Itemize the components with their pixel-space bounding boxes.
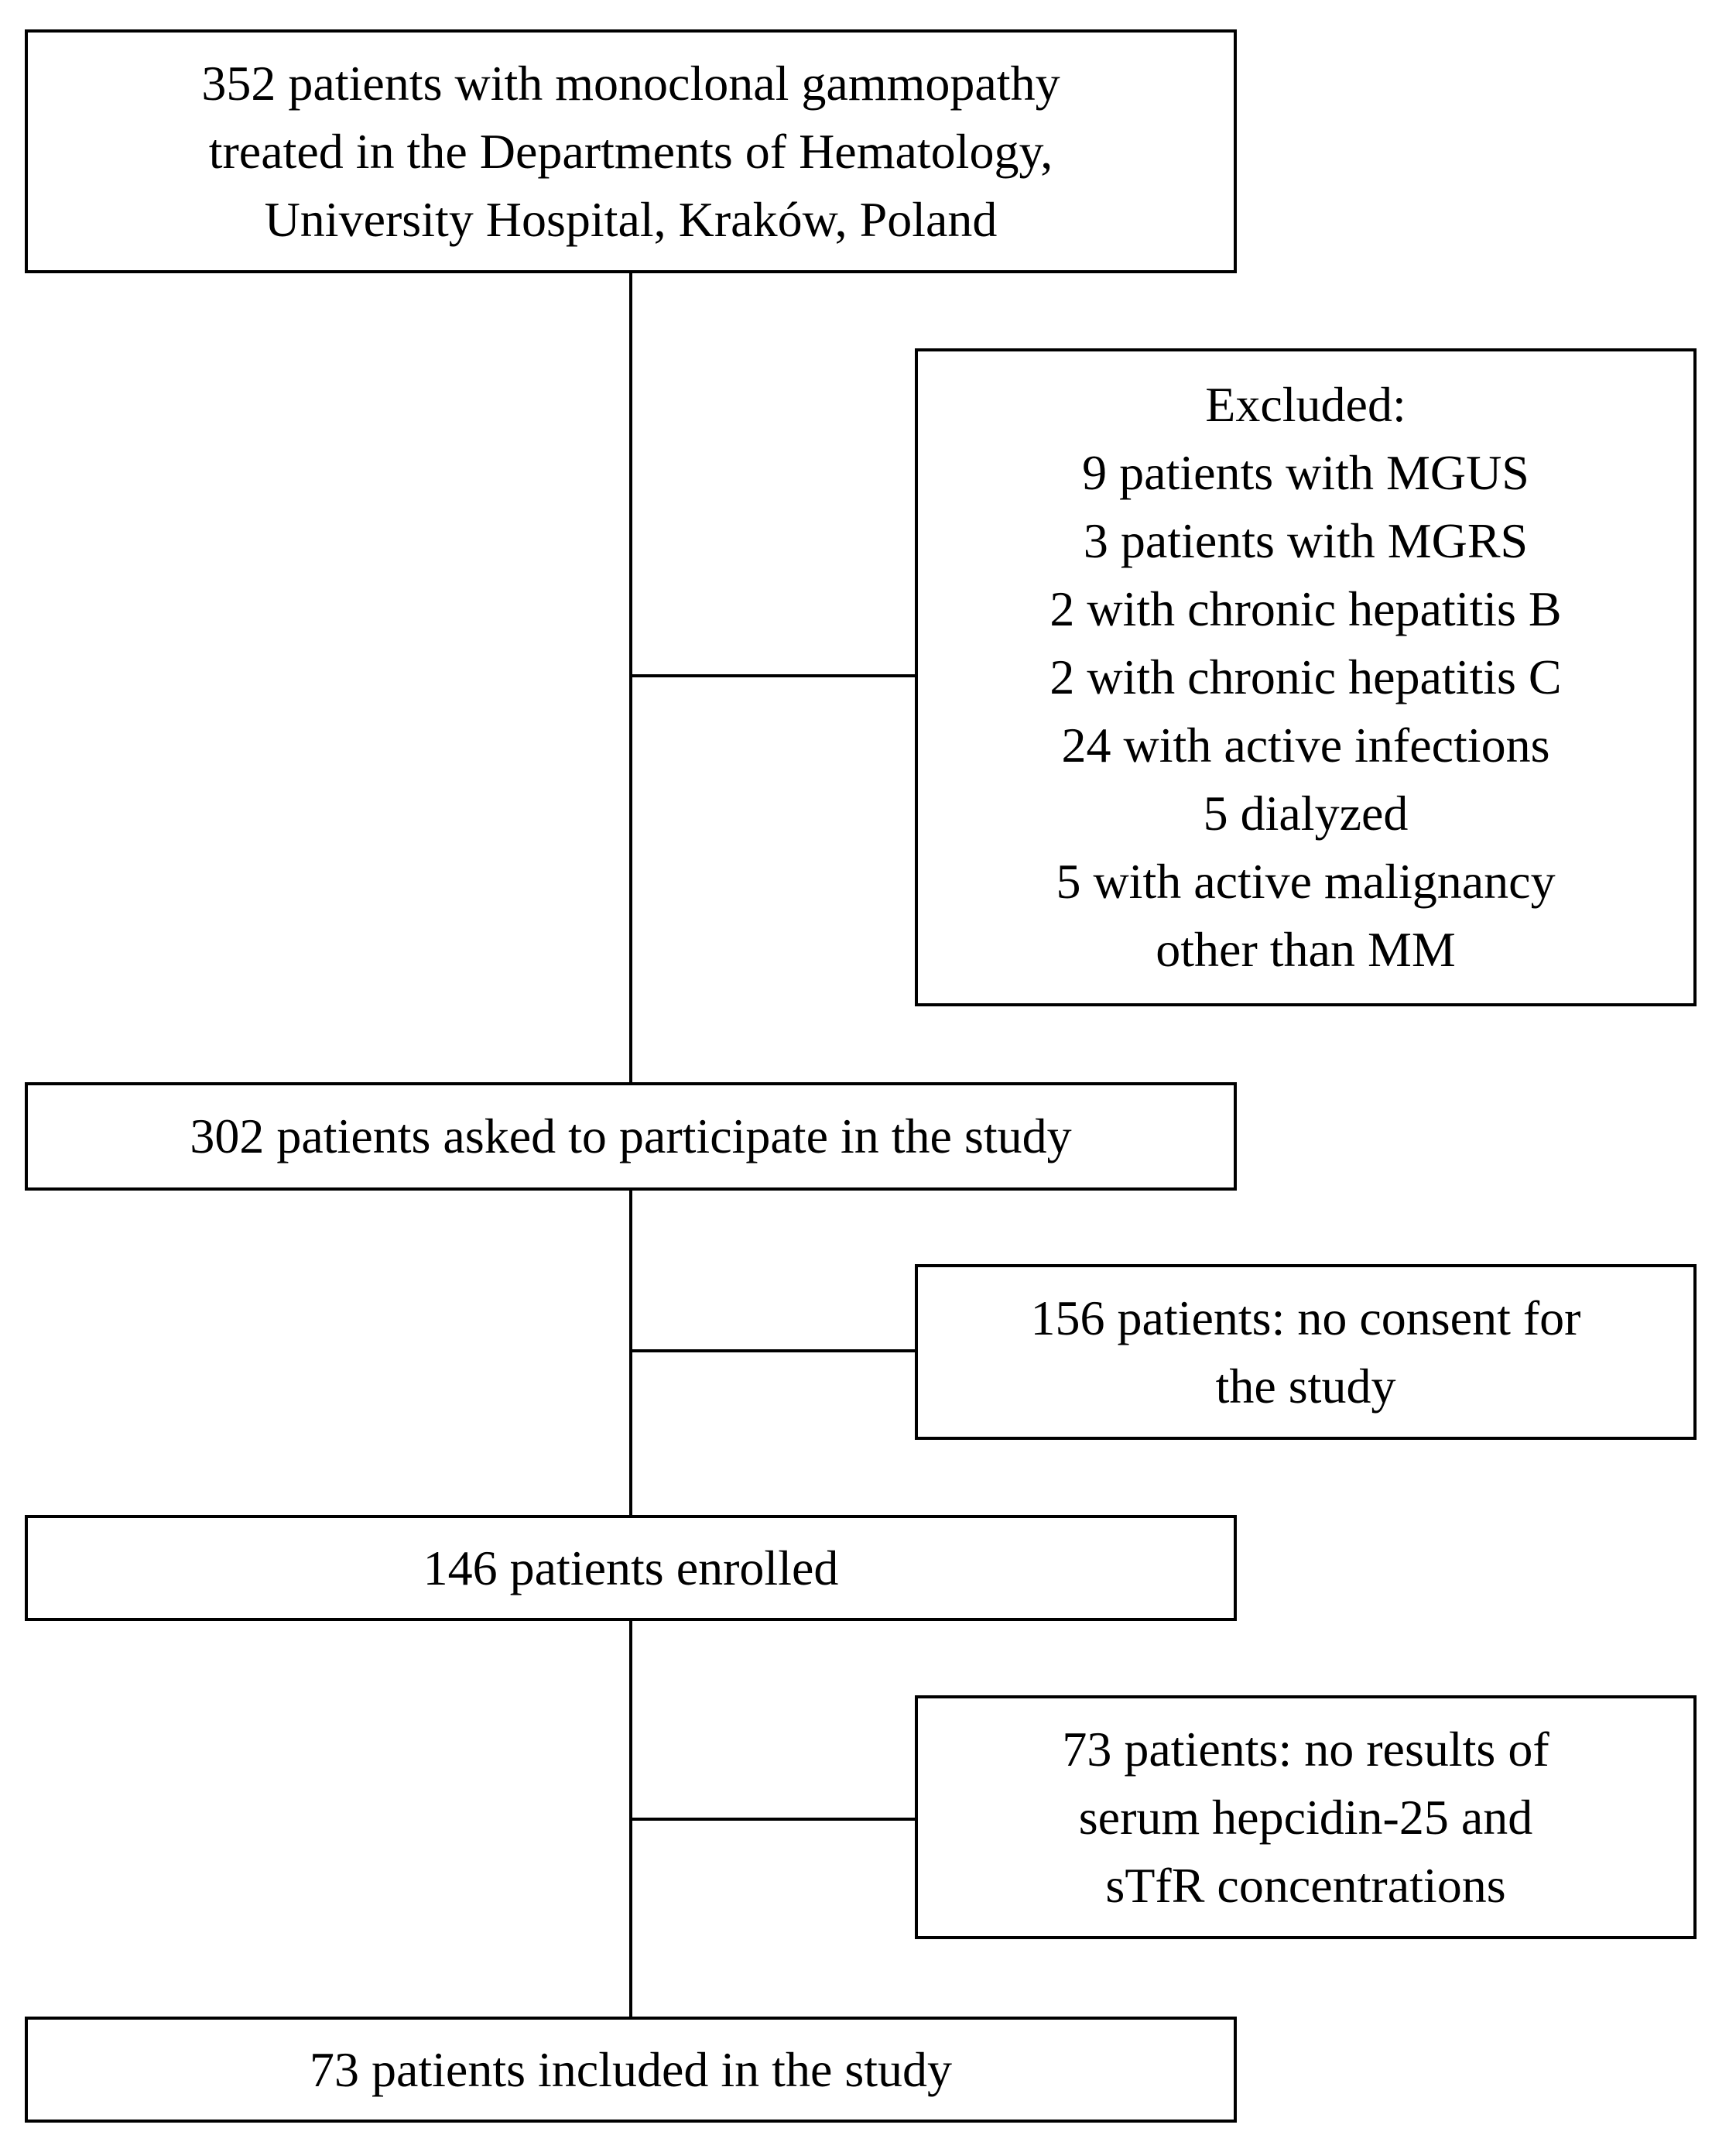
box-text-line: 146 patients enrolled [423, 1540, 839, 1595]
box-text-line: treated in the Departments of Hematology… [208, 123, 1053, 179]
box-text-line: 73 patients included in the study [309, 2041, 953, 2097]
box-text-line: serum hepcidin-25 and [1078, 1789, 1533, 1845]
box-text-line: University Hospital, Kraków, Poland [264, 191, 998, 247]
box-text-line: the study [1215, 1358, 1396, 1414]
box-text-line: sTfR concentrations [1105, 1857, 1506, 1913]
box-enrolled: 146 patients enrolled [25, 1515, 1237, 1621]
box-text-line: 352 patients with monoclonal gammopathy [201, 55, 1060, 111]
box-text-line: 9 patients with MGUS [1082, 445, 1529, 500]
box-initial-patients: 352 patients with monoclonal gammopathy … [25, 29, 1237, 273]
box-text-line: 73 patients: no results of [1062, 1721, 1549, 1777]
box-included: 73 patients included in the study [25, 2017, 1237, 2123]
box-text-line: 5 dialyzed [1203, 786, 1409, 841]
box-text-line: 3 patients with MGRS [1083, 513, 1529, 568]
box-text-line: 2 with chronic hepatitis C [1049, 649, 1562, 704]
box-text-line: other than MM [1156, 922, 1456, 977]
box-text-line: 156 patients: no consent for [1030, 1290, 1581, 1345]
box-excluded: Excluded: 9 patients with MGUS 3 patient… [915, 348, 1697, 1006]
box-no-consent: 156 patients: no consent for the study [915, 1264, 1697, 1440]
box-no-results: 73 patients: no results of serum hepcidi… [915, 1695, 1697, 1939]
box-text-line: 2 with chronic hepatitis B [1049, 581, 1562, 636]
box-asked-to-participate: 302 patients asked to participate in the… [25, 1082, 1237, 1191]
box-text-line: 5 with active malignancy [1056, 854, 1556, 909]
box-text-line: Excluded: [1205, 377, 1406, 432]
box-text-line: 24 with active infections [1061, 718, 1550, 773]
box-text-line: 302 patients asked to participate in the… [190, 1109, 1072, 1163]
